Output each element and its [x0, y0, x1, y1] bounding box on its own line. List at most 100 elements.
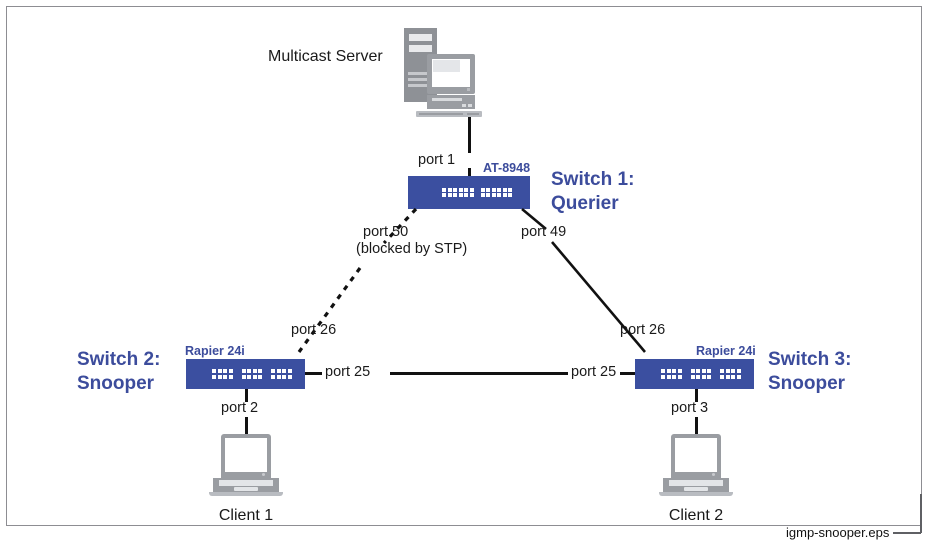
- port-2-label: port 2: [221, 400, 259, 416]
- switch3-port-col: [672, 369, 676, 379]
- switch-1-title-line2: Querier: [551, 193, 619, 214]
- client2-laptop-trackpad: [684, 487, 708, 491]
- switch1-port-col: [502, 187, 507, 198]
- server-bay-2: [409, 45, 432, 52]
- switch2-port-group-3: [271, 369, 292, 379]
- switch-3-device[interactable]: [635, 359, 754, 389]
- server-vent-2: [408, 78, 430, 81]
- client-1-laptop-icon: [209, 434, 283, 498]
- switch-3-title-line1: Switch 3:: [768, 349, 852, 370]
- switch2-port-col: [228, 369, 233, 379]
- switch2-port-col: [282, 369, 286, 379]
- switch-1-device[interactable]: [408, 176, 530, 209]
- switch2-port-col: [223, 369, 227, 379]
- switch3-port-col: [720, 369, 724, 379]
- server-keyboard-numpad: [467, 113, 479, 115]
- switch3-model-label: Rapier 24i: [696, 344, 756, 358]
- client1-laptop-trackpad: [234, 487, 258, 491]
- client-2-laptop-icon: [659, 434, 733, 498]
- multicast-server-label: Multicast Server: [268, 48, 383, 65]
- switch3-port-col: [701, 369, 706, 379]
- port-3-label: port 3: [671, 400, 709, 416]
- switch2-port-col: [217, 369, 222, 379]
- switch2-port-col: [247, 369, 251, 379]
- switch3-port-group-2: [690, 369, 711, 379]
- port-25-right-label: port 25: [571, 364, 617, 380]
- server-monitor-led: [467, 88, 470, 91]
- server-keyboard-keys: [419, 113, 463, 115]
- link-switch3-trunk-stub: [620, 372, 635, 375]
- switch1-port-col: [447, 187, 452, 198]
- link-switch2-client1: [245, 417, 248, 435]
- switch3-port-group-3: [720, 369, 741, 379]
- switch3-port-col: [696, 369, 700, 379]
- switch2-model-label: Rapier 24i: [185, 344, 245, 358]
- switch1-port-col: [491, 187, 496, 198]
- switch1-port-group-1: [442, 187, 474, 198]
- server-base-led-b: [468, 104, 472, 107]
- port-1-label: port 1: [418, 152, 456, 168]
- client2-laptop-foot: [659, 492, 733, 496]
- multicast-server-icon: [404, 28, 490, 117]
- client1-laptop-foot: [209, 492, 283, 496]
- switch2-port-group-2: [241, 369, 262, 379]
- client-1-label: Client 1: [218, 507, 274, 524]
- port-25-left-label: port 25: [325, 364, 371, 380]
- switch2-port-col: [276, 369, 281, 379]
- switch3-port-col: [736, 369, 741, 379]
- link-switch3-client2-stub: [695, 389, 698, 402]
- switch2-port-col: [252, 369, 257, 379]
- caption-leader-line: [893, 532, 921, 534]
- switch-2-title-line1: Switch 2:: [77, 349, 161, 370]
- server-vent-1: [408, 72, 430, 75]
- port-26-left-label: port 26: [291, 322, 337, 338]
- switch3-port-col: [731, 369, 735, 379]
- switch1-port-col: [480, 187, 485, 198]
- switch1-port-group-2: [480, 187, 512, 198]
- link-server-switch1: [468, 117, 471, 153]
- switch3-port-col: [690, 369, 695, 379]
- port-26-right-label: port 26: [620, 322, 666, 338]
- server-base-led-a: [462, 104, 466, 107]
- link-switch2-trunk-stub: [305, 372, 322, 375]
- switch3-port-col: [725, 369, 730, 379]
- switch1-port-col: [442, 187, 446, 198]
- switch-2-title-line2: Snooper: [77, 373, 155, 394]
- switch-1-title-line1: Switch 1:: [551, 169, 635, 190]
- switch2-port-col: [241, 369, 246, 379]
- switch-2-device[interactable]: [186, 359, 305, 389]
- port-50-label: port 50: [363, 224, 409, 240]
- client1-laptop-led: [262, 473, 265, 476]
- server-base-slot: [432, 98, 462, 101]
- switch2-port-group-1: [212, 369, 233, 379]
- client1-laptop-keyboard: [219, 480, 273, 486]
- switch1-port-col: [458, 187, 463, 198]
- switch1-port-col: [497, 187, 501, 198]
- figure-caption: igmp-snooper.eps: [786, 525, 890, 540]
- client1-laptop-screen: [225, 438, 267, 472]
- switch3-port-col: [677, 369, 682, 379]
- link-server-switch1-stub: [468, 168, 471, 178]
- switch1-port-col: [469, 187, 474, 198]
- caption-leader-line-vertical: [920, 494, 922, 533]
- switch1-model-label: AT-8948: [483, 161, 531, 175]
- switch1-port-col: [508, 187, 512, 198]
- switch1-port-col: [464, 187, 468, 198]
- switch2-port-col: [271, 369, 275, 379]
- port-50-note-label: (blocked by STP): [356, 241, 468, 257]
- switch3-port-col: [661, 369, 665, 379]
- switch3-port-col: [666, 369, 671, 379]
- server-bay-1: [409, 34, 432, 41]
- port-49-label: port 49: [521, 224, 567, 240]
- switch2-port-col: [287, 369, 292, 379]
- diagram-frame: [6, 6, 922, 526]
- client2-laptop-screen: [675, 438, 717, 472]
- switch3-port-group-1: [661, 369, 682, 379]
- switch1-port-col: [453, 187, 457, 198]
- switch2-port-col: [258, 369, 262, 379]
- switch2-port-col: [212, 369, 216, 379]
- link-switch2-switch3: [390, 372, 568, 375]
